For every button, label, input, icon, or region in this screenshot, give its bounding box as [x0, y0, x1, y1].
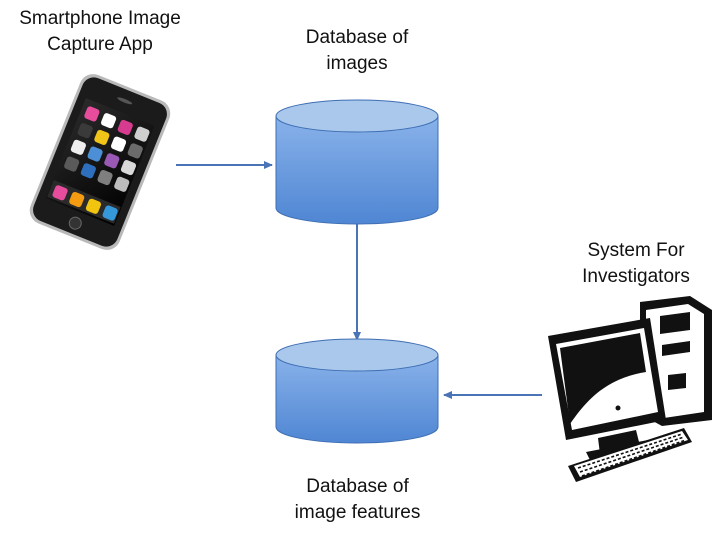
phone-app-icons	[47, 106, 150, 224]
investigator-system-label-line1: System For	[587, 240, 685, 261]
smartphone-icon	[29, 74, 171, 250]
features-database-label: Database of image features	[250, 474, 465, 526]
images-database-cylinder-icon	[275, 99, 439, 225]
features-database-cylinder-icon	[275, 338, 439, 444]
images-database-label-line1: Database of	[305, 27, 409, 48]
smartphone-app-label: Smartphone Image Capture App	[0, 6, 200, 58]
features-database-label-line2: image features	[294, 502, 421, 523]
images-database-label-line2: images	[326, 53, 388, 74]
smartphone-app-label-line2: Capture App	[47, 34, 153, 55]
images-database-label: Database of images	[262, 25, 452, 77]
desktop-computer-icon	[548, 296, 712, 482]
computer-monitor	[548, 318, 666, 460]
smartphone-app-label-line1: Smartphone Image	[19, 8, 181, 29]
investigator-system-label-line2: Investigators	[582, 266, 690, 287]
investigator-system-label: System For Investigators	[552, 238, 720, 290]
computer-keyboard	[568, 428, 692, 482]
features-database-label-line1: Database of	[306, 476, 409, 497]
